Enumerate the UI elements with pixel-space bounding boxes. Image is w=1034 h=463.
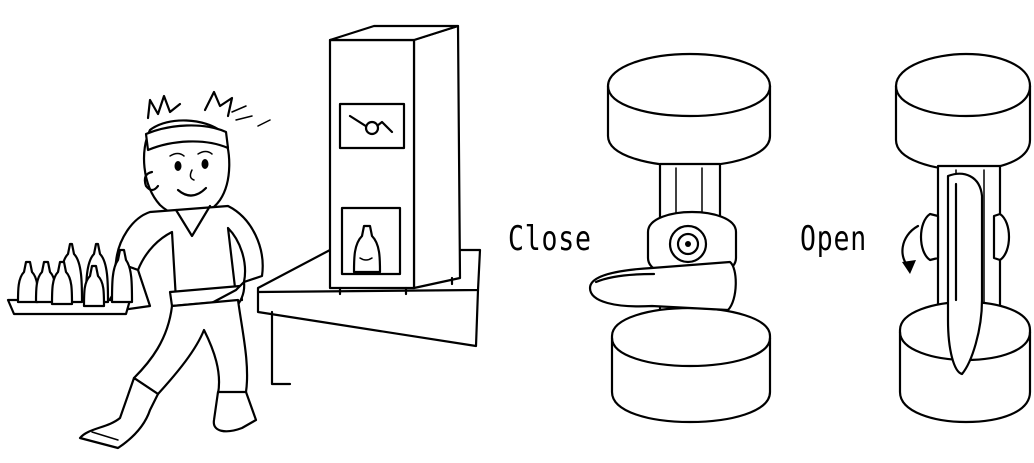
- close-label: Close: [508, 219, 592, 259]
- worker-figure: [8, 92, 270, 448]
- capping-machine: [258, 26, 480, 384]
- valve-closed-figure: [590, 54, 770, 422]
- rotation-arrow-icon: [902, 226, 918, 274]
- valve-open-figure: [896, 54, 1030, 422]
- milk-bottles: [18, 244, 132, 306]
- open-label: Open: [800, 219, 867, 259]
